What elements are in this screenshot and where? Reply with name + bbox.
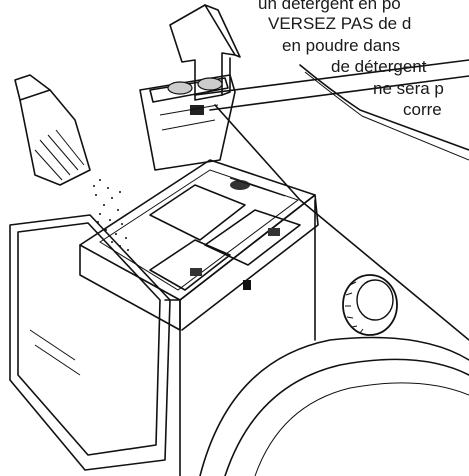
instruction-line-3: en poudre dans — [282, 36, 401, 55]
drawer-front-panel — [9, 214, 181, 476]
powder-granules — [93, 179, 129, 251]
liquid-detergent-cup — [139, 74, 236, 171]
instruction-line-5: ne sera p — [373, 79, 444, 98]
instruction-line-4: de détergent — [331, 57, 427, 76]
instruction-line-6: corre — [403, 100, 442, 119]
washer-body — [199, 199, 469, 476]
control-knob — [342, 274, 398, 336]
instruction-line-2: VERSEZ PAS de d — [268, 14, 412, 33]
instruction-line-1: un détergent en po — [258, 0, 401, 13]
arrow-up-icon — [169, 4, 241, 101]
detergent-scoop-icon — [14, 74, 91, 186]
washer-top-panel — [194, 59, 469, 341]
